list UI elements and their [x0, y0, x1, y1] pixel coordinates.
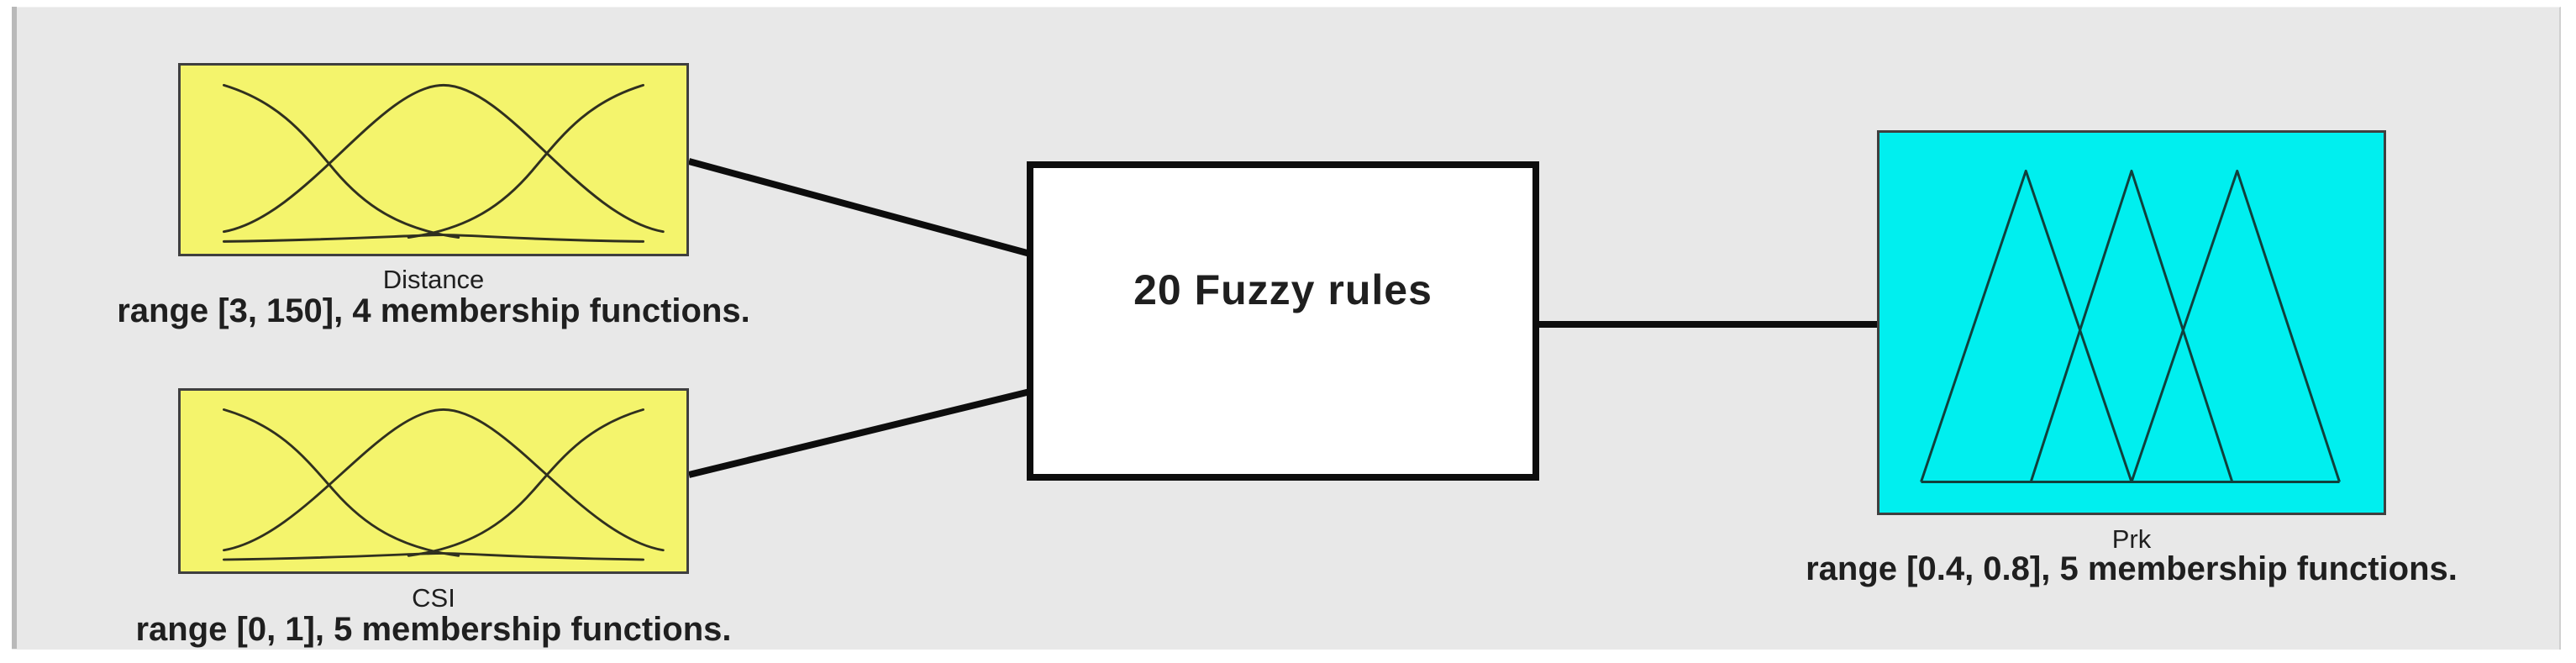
rules-label: 20 Fuzzy rules [1133, 266, 1433, 313]
gaussian-mf-plot-csi [223, 408, 665, 561]
mf-curve-bell [223, 408, 665, 552]
mf-triangle-right [2130, 169, 2341, 482]
mf-curve-descending [223, 408, 460, 557]
mf-curve-ascending [407, 408, 644, 557]
input-range-text-distance: range [3, 150], 4 membership functions. [117, 292, 750, 329]
input-range-text-csi: range [0, 1], 5 membership functions. [135, 611, 732, 648]
output-label-prk: Prk [2111, 524, 2152, 554]
rules-box[interactable]: 20 Fuzzy rules [1027, 161, 1539, 481]
mf-triangle-left [1920, 169, 2133, 482]
input-variable-box-csi[interactable] [178, 388, 689, 574]
input-label-csi: CSI [412, 583, 455, 613]
mf-curve-bell [223, 83, 665, 234]
mf-curve-ascending [407, 83, 644, 239]
output-variable-box-prk[interactable] [1877, 130, 2386, 515]
mf-curve-flat [223, 552, 644, 561]
left-border-strip [12, 7, 17, 649]
mf-triangle-middle [2029, 169, 2234, 482]
output-range-text-prk: range [0.4, 0.8], 5 membership functions… [1806, 550, 2458, 587]
connector-distance-to-rules [687, 158, 1032, 257]
gaussian-mf-plot-distance [223, 83, 665, 243]
mf-curve-flat [223, 234, 644, 243]
connector-csi-to-rules [688, 388, 1031, 478]
input-variable-box-distance[interactable] [178, 63, 689, 256]
input-label-distance: Distance [382, 265, 485, 294]
triangular-mf-plot-prk [1920, 169, 2341, 483]
mf-curve-descending [223, 83, 460, 239]
